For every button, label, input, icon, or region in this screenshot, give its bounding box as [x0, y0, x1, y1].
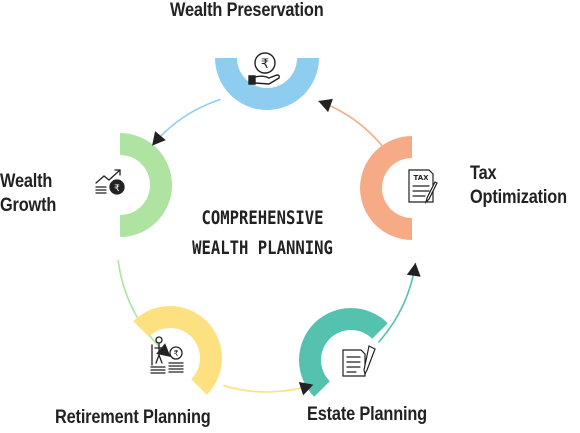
stage-label-line: Wealth Preservation [170, 0, 324, 21]
retirement-coins-icon: ₹ [150, 336, 184, 374]
stage-arc-tax-optimization [360, 136, 412, 240]
stage-arc-estate-planning [299, 308, 388, 397]
svg-text:₹: ₹ [173, 349, 178, 358]
stage-label-line: Tax [470, 163, 497, 184]
stage-label-wealth-growth: Wealth Growth [0, 170, 56, 218]
rupee-hand-icon: ₹ [248, 52, 280, 85]
arrowhead [156, 343, 171, 357]
stage-arc-wealth-growth [120, 133, 172, 237]
stage-label-line: Retirement Planning [55, 407, 211, 428]
stage-label-estate-planning: Estate Planning [307, 403, 427, 427]
center-title-line-1: COMPREHENSIVE [201, 207, 324, 229]
svg-text:TAX: TAX [413, 174, 429, 182]
stage-arc-retirement-planning [133, 306, 222, 395]
tax-document-icon: TAX [408, 169, 438, 204]
arrowhead [406, 262, 421, 277]
center-title-line-2: WEALTH PLANNING [192, 237, 333, 259]
arrowhead [152, 131, 166, 146]
svg-text:₹: ₹ [114, 184, 120, 194]
svg-text:₹: ₹ [261, 57, 269, 72]
cycle-arrowheads [152, 98, 421, 396]
stage-label-line: Growth [0, 195, 57, 216]
stage-label-line: Wealth [0, 171, 53, 192]
center-title: COMPREHENSIVE WEALTH PLANNING [178, 203, 346, 263]
document-pen-icon [342, 345, 376, 377]
stage-label-line: Estate Planning [307, 404, 427, 425]
stage-label-tax-optimization: Tax Optimization [470, 162, 567, 210]
stage-arc-wealth-preservation [215, 58, 319, 110]
stage-label-line: Optimization [470, 187, 567, 208]
growth-rupee-icon: ₹ [95, 169, 125, 195]
stage-arcs [120, 58, 412, 397]
stage-label-wealth-preservation: Wealth Preservation [170, 0, 324, 23]
arrowhead [298, 382, 314, 396]
arrowhead [318, 98, 333, 113]
cycle-connector [222, 383, 314, 393]
stage-label-retirement-planning: Retirement Planning [55, 406, 211, 430]
